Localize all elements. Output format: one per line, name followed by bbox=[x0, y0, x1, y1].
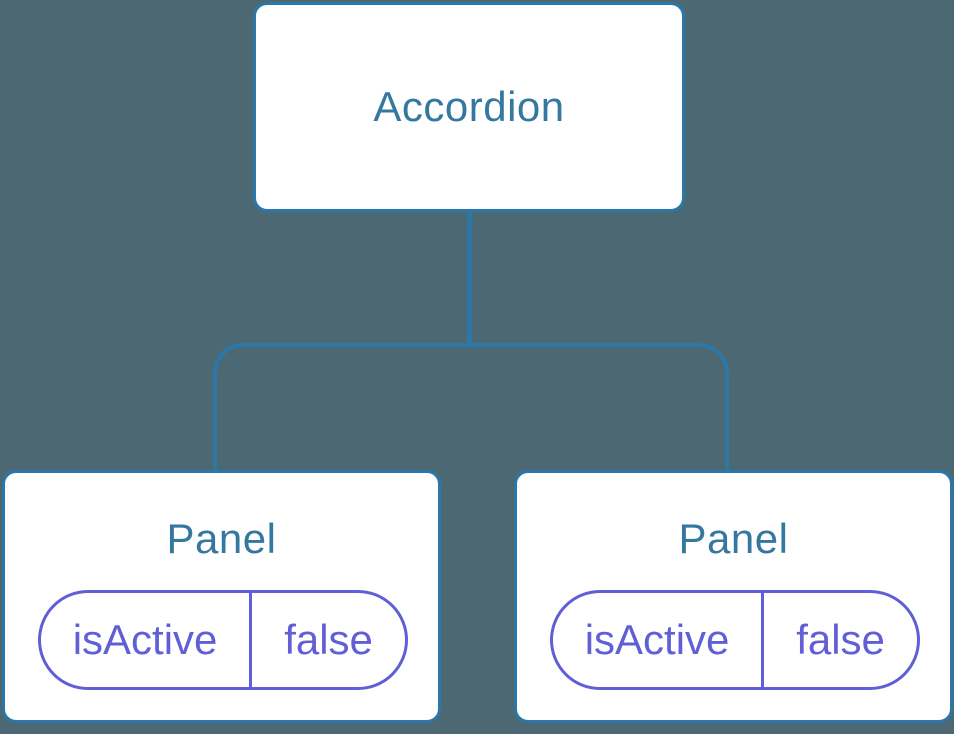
state-pill: isActive false bbox=[550, 590, 920, 690]
connector-bracket bbox=[213, 343, 729, 472]
panel-label: Panel bbox=[678, 515, 789, 562]
state-name: isActive bbox=[553, 593, 765, 687]
state-pill: isActive false bbox=[38, 590, 408, 690]
connector-stem bbox=[467, 212, 472, 347]
panel-node-right: Panel isActive false bbox=[514, 470, 953, 723]
panel-node-left: Panel isActive false bbox=[2, 470, 441, 723]
panel-label: Panel bbox=[166, 515, 277, 562]
state-value: false bbox=[796, 616, 885, 663]
state-value: false bbox=[284, 616, 373, 663]
state-name: isActive bbox=[41, 593, 253, 687]
accordion-node: Accordion bbox=[253, 2, 685, 212]
accordion-label: Accordion bbox=[373, 83, 565, 130]
